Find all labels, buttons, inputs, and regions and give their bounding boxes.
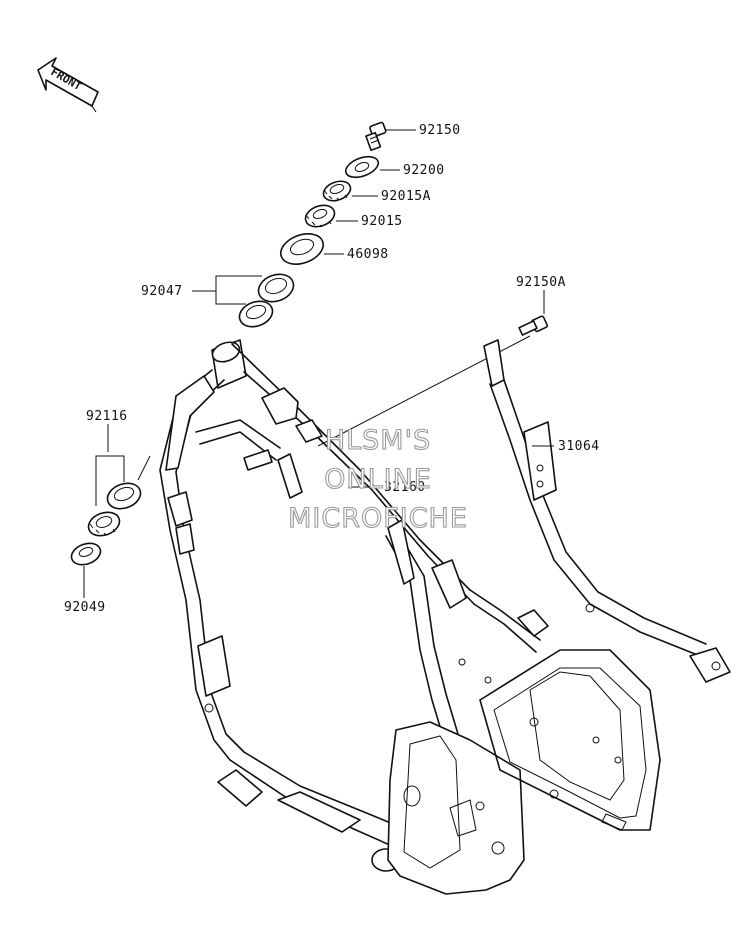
- race-92116-icon: [106, 482, 142, 510]
- watermark: HLSM'S ONLINE MICROFICHE: [288, 424, 468, 534]
- part-label-92116: 92116: [86, 409, 128, 424]
- sub-frame-31064: [483, 339, 731, 683]
- bearing-92116-icon: [87, 511, 121, 537]
- seal-46098-icon: [279, 233, 325, 265]
- part-label-31064: 31064: [558, 439, 600, 454]
- bearing-92047-upper-icon: [257, 273, 295, 303]
- main-frame-32160: [159, 339, 661, 895]
- part-label-92015A: 92015A: [381, 189, 431, 204]
- front-arrow-icon: FRONT: [37, 57, 99, 113]
- bearing-92047-lower-icon: [238, 300, 274, 328]
- washer-92200-icon: [344, 155, 380, 179]
- part-labels: 92150 92200 92015A 92015 46098 92047 921…: [64, 123, 600, 615]
- part-label-92015: 92015: [361, 214, 403, 229]
- watermark-line-1: HLSM'S: [325, 425, 431, 456]
- bolt-92150-icon: [365, 121, 387, 152]
- bolt-92150A-icon: [518, 315, 549, 336]
- part-label-32160: 32160: [384, 480, 426, 495]
- part-label-92150A: 92150A: [516, 275, 566, 290]
- watermark-line-3: MICROFICHE: [288, 503, 468, 534]
- part-label-92150: 92150: [419, 123, 461, 138]
- watermark-line-2: ONLINE: [324, 464, 432, 495]
- part-label-92047: 92047: [141, 284, 183, 299]
- seal-92049-icon: [70, 542, 102, 566]
- nut-92015-icon: [304, 204, 336, 228]
- part-label-46098: 46098: [347, 247, 389, 262]
- part-label-92049: 92049: [64, 600, 106, 615]
- nut-92015A-icon: [322, 180, 352, 202]
- part-label-92200: 92200: [403, 163, 445, 178]
- leader-lines: [83, 129, 554, 598]
